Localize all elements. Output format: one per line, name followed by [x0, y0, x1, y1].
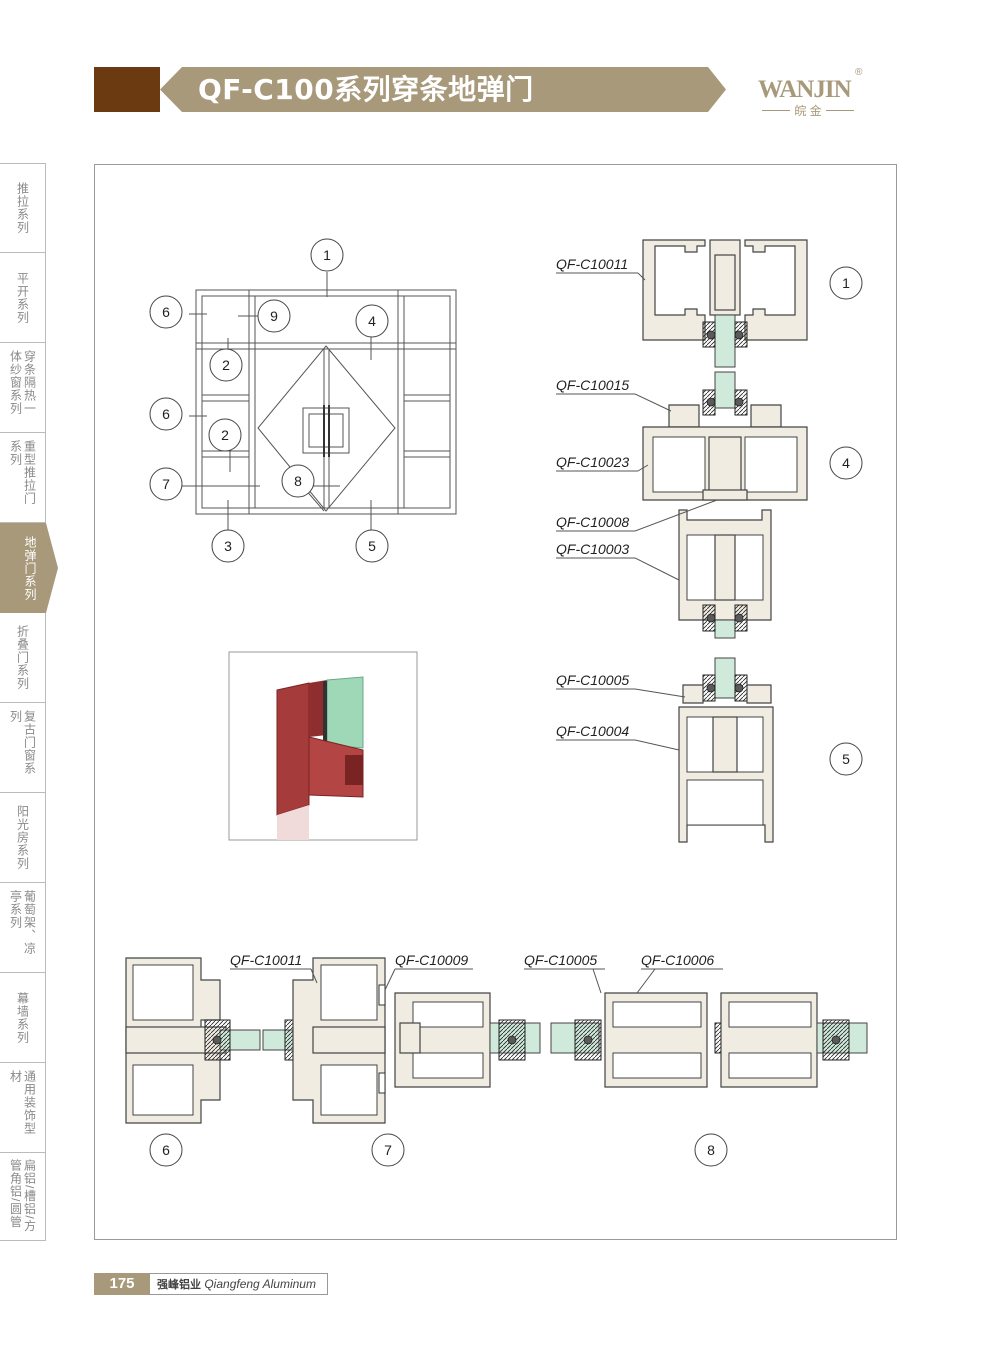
elevation-callout-1: 1: [310, 238, 344, 272]
elevation-callout-6a: 6: [149, 295, 183, 329]
section-callout-5: 5: [829, 742, 863, 776]
sidebar-tab-retro[interactable]: 复古门窗系列: [0, 703, 46, 793]
elevation-callout-2b: 2: [208, 418, 242, 452]
svg-text:8: 8: [294, 473, 302, 489]
label-QF-C10005-bottom: QF-C10005: [524, 952, 597, 968]
logo-subtitle: 皖 金: [758, 102, 858, 119]
section-door-bottom: [678, 657, 774, 843]
header-title-band: [160, 67, 726, 112]
drawing-canvas: .ln { stroke: #555; stroke-width: 1; fil…: [125, 238, 868, 1167]
svg-text:5: 5: [842, 751, 850, 767]
svg-text:9: 9: [270, 308, 278, 324]
sidebar-tab-heavy-sliding[interactable]: 重型推拉门系列: [0, 433, 46, 523]
door-elevation: 1 2 2 3 4 5 6 6 7 8 9: [149, 238, 457, 563]
section-door-top: [678, 509, 772, 639]
elevation-callout-8: 8: [281, 464, 315, 498]
label-QF-C10011-bottom: QF-C10011: [230, 952, 302, 968]
svg-text:6: 6: [162, 304, 170, 320]
label-QF-C10009: QF-C10009: [395, 952, 468, 968]
section-callout-4: 4: [829, 446, 863, 480]
elevation-callout-5: 5: [355, 529, 389, 563]
section-top-head: [642, 239, 808, 368]
logo-registered: ®: [855, 67, 863, 78]
svg-text:2: 2: [221, 427, 229, 443]
label-QF-C10004: QF-C10004: [556, 723, 629, 739]
bottom-callout-6: 6: [149, 1133, 183, 1167]
svg-text:2: 2: [222, 357, 230, 373]
company-name-en: Qiangfeng Aluminum: [204, 1277, 316, 1291]
sidebar-tab-flat-bar[interactable]: 扁铝/槽铝/方管角铝/圆管: [0, 1153, 46, 1241]
page-title: QF-C100系列穿条地弹门: [198, 73, 534, 106]
svg-text:4: 4: [842, 455, 850, 471]
section-bottom-8: [394, 992, 868, 1088]
elevation-callout-7: 7: [149, 467, 183, 501]
svg-text:5: 5: [368, 538, 376, 554]
label-QF-C10003: QF-C10003: [556, 541, 629, 557]
svg-text:3: 3: [224, 538, 232, 554]
page-number: 175: [94, 1273, 150, 1295]
product-photo: [228, 651, 418, 841]
footer-company: 强峰铝业 Qiangfeng Aluminum: [150, 1273, 328, 1295]
bottom-callout-8: 8: [694, 1133, 728, 1167]
sidebar-tab-sunroom[interactable]: 阳光房系列: [0, 793, 46, 883]
elevation-callout-3: 3: [211, 529, 245, 563]
section-transom: [642, 371, 808, 501]
logo-brand: WANJIN: [758, 76, 852, 103]
sidebar-tab-floor-spring-door[interactable]: 地弹门系列: [0, 523, 58, 613]
elevation-callout-2a: 2: [209, 348, 243, 382]
label-QF-C10015: QF-C10015: [556, 377, 629, 393]
svg-text:4: 4: [368, 313, 376, 329]
svg-text:6: 6: [162, 1142, 170, 1158]
svg-text:7: 7: [384, 1142, 392, 1158]
sidebar-tab-decorative[interactable]: 通用装饰型材: [0, 1063, 46, 1153]
svg-text:8: 8: [707, 1142, 715, 1158]
header-dark-block: [94, 67, 160, 112]
brand-logo: WANJIN ® 皖 金: [758, 67, 868, 120]
sidebar-tab-folding[interactable]: 折叠门系列: [0, 613, 46, 703]
svg-text:1: 1: [842, 275, 850, 291]
svg-text:7: 7: [162, 476, 170, 492]
section-callout-1: 1: [829, 266, 863, 300]
sidebar-tab-casement[interactable]: 平开系列: [0, 253, 46, 343]
elevation-callout-6b: 6: [149, 397, 183, 431]
label-QF-C10006: QF-C10006: [641, 952, 714, 968]
sidebar-tab-pergola[interactable]: 葡萄架、凉亭系列: [0, 883, 46, 973]
label-QF-C10005-right: QF-C10005: [556, 672, 629, 688]
section-bottom-7: [262, 957, 386, 1124]
elevation-callout-9: 9: [257, 299, 291, 333]
sidebar-tab-curtain-wall[interactable]: 幕墙系列: [0, 973, 46, 1063]
sidebar-tab-thermal-screen[interactable]: 穿条隔热一体纱窗系列: [0, 343, 46, 433]
elevation-callout-4: 4: [355, 304, 389, 338]
label-QF-C10023: QF-C10023: [556, 454, 629, 470]
content-frame: .ln { stroke: #555; stroke-width: 1; fil…: [94, 164, 897, 1240]
bottom-callout-7: 7: [371, 1133, 405, 1167]
label-QF-C10008: QF-C10008: [556, 514, 629, 530]
label-QF-C10011-right: QF-C10011: [556, 256, 628, 272]
company-name-cn: 强峰铝业: [157, 1278, 201, 1291]
svg-text:1: 1: [323, 247, 331, 263]
svg-text:6: 6: [162, 406, 170, 422]
sidebar-tab-sliding[interactable]: 推拉系列: [0, 163, 46, 253]
section-bottom-6: [125, 957, 261, 1124]
